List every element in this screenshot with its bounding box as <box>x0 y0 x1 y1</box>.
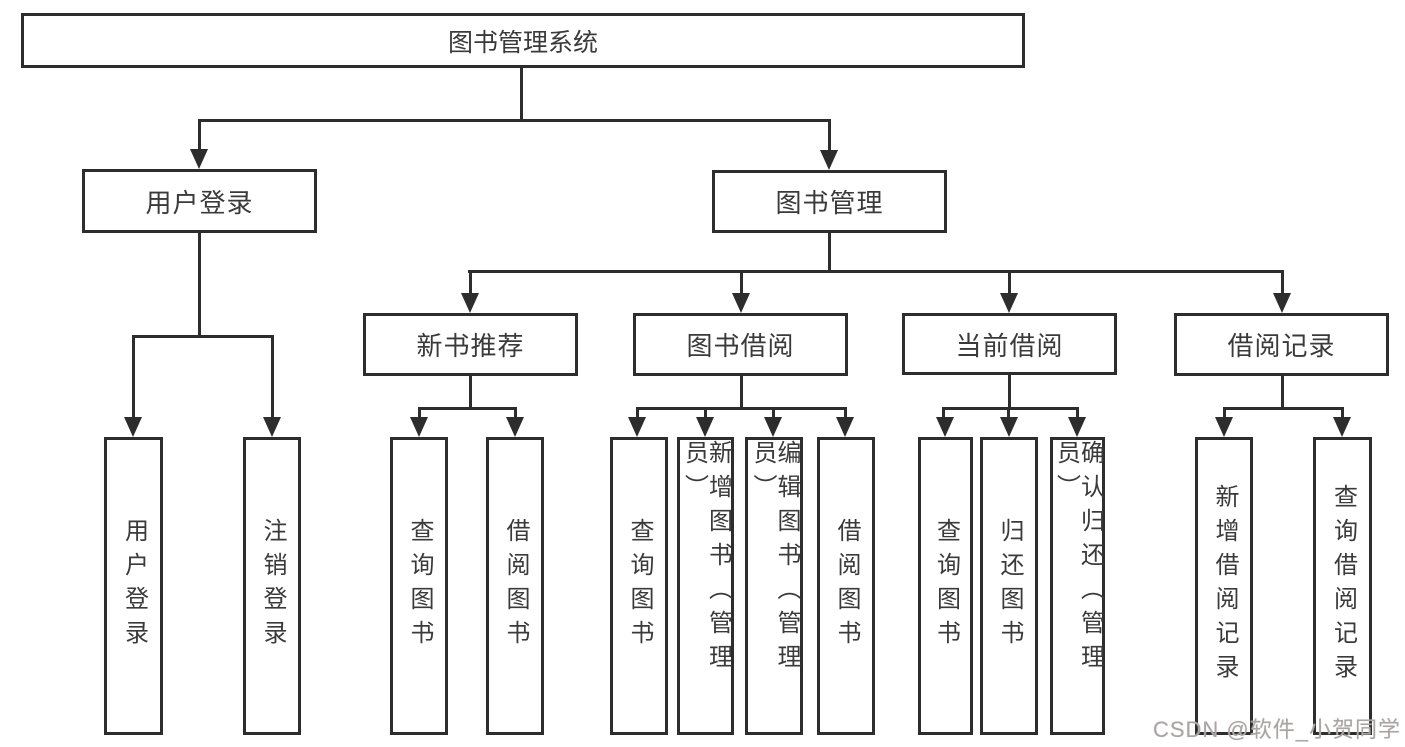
connector-drop-user-login <box>198 119 201 149</box>
arrowhead-currentborrow <box>1000 293 1018 313</box>
node-current-borrowing: 当前借阅 <box>902 313 1117 375</box>
connector-currentborrow-stem <box>1008 375 1011 407</box>
node-root-library-system: 图书管理系统 <box>21 13 1025 68</box>
connector-drop-bb-edit <box>772 407 775 417</box>
node-label: 借阅图书 <box>502 518 529 654</box>
connector-newbook-stem <box>469 376 472 407</box>
connector-borrowrecords-stem <box>1281 376 1284 407</box>
arrowhead-bb-edit <box>764 417 782 437</box>
leaf-query-books-current: 查询图书 <box>918 437 973 735</box>
node-label: 归还图书 <box>996 518 1023 654</box>
node-label: 注销登录 <box>259 518 286 654</box>
leaf-edit-books-admin: 编辑图书（管理员） <box>745 437 803 735</box>
connector-drop-book-mgmt <box>828 119 831 150</box>
arrowhead-borrowrecords <box>1273 293 1291 313</box>
arrowhead-cb-return <box>1000 417 1018 437</box>
arrowhead-cb-confirm <box>1068 417 1086 437</box>
node-label: 用户登录 <box>145 187 254 218</box>
connector-newbook-bar <box>418 407 517 410</box>
leaf-query-books-recommend: 查询图书 <box>390 437 448 735</box>
connector-drop-br-add <box>1223 407 1226 417</box>
node-label: 借阅图书 <box>833 518 860 654</box>
arrowhead-br-add <box>1215 417 1233 437</box>
connector-drop-nb-borrow <box>514 407 517 417</box>
arrowhead-leaf-userlogin <box>124 417 142 437</box>
connector-userlogin-stem <box>198 233 201 335</box>
node-label: 编辑图书（管理员） <box>749 440 800 678</box>
node-label: 新增借阅记录 <box>1211 484 1238 688</box>
arrowhead-bb-add <box>696 417 714 437</box>
leaf-add-borrow-record: 新增借阅记录 <box>1195 437 1253 735</box>
connector-userlogin-bar <box>132 335 274 338</box>
arrowhead-user-login <box>190 149 208 169</box>
node-label: 查询图书 <box>932 518 960 654</box>
node-label: 用户登录 <box>120 518 148 654</box>
connector-root-stem <box>520 68 523 119</box>
leaf-borrow-books-recommend: 借阅图书 <box>486 437 544 735</box>
connector-drop-cb-confirm <box>1076 407 1079 417</box>
arrowhead-newbook <box>461 293 479 313</box>
connector-currentborrow-bar <box>942 407 1079 410</box>
csdn-watermark: CSDN @软件_小贺同学 <box>1152 717 1401 742</box>
node-label: 确认归还（管理员） <box>1052 440 1104 678</box>
connector-bookmgmt-stem <box>828 233 831 270</box>
connector-drop-bb-add <box>704 407 707 417</box>
connector-drop-bb-borrow <box>844 407 847 417</box>
connector-drop-leaf-userlogin <box>132 335 135 417</box>
arrowhead-nb-query <box>410 417 428 437</box>
connector-borrowrecords-bar <box>1223 407 1344 410</box>
node-label: 当前借阅 <box>955 330 1064 361</box>
node-label: 借阅记录 <box>1227 331 1336 361</box>
arrowhead-nb-borrow <box>506 417 524 437</box>
leaf-confirm-return-admin: 确认归还（管理员） <box>1050 437 1105 735</box>
connector-drop-br-query <box>1341 407 1344 417</box>
arrowhead-bb-borrow <box>836 417 854 437</box>
connector-drop-bb-query <box>636 407 639 417</box>
arrowhead-br-query <box>1333 417 1351 437</box>
node-book-borrowing: 图书借阅 <box>633 313 848 376</box>
node-label: 图书借阅 <box>686 331 795 361</box>
connector-bookborrow-stem <box>740 376 743 407</box>
connector-drop-cb-query <box>942 407 945 417</box>
node-label: 新增图书（管理员） <box>680 440 732 678</box>
connector-drop-leaf-logout <box>271 335 274 417</box>
connector-root-bar <box>198 119 831 122</box>
node-label: 新书推荐 <box>416 331 525 361</box>
connector-drop-borrowrecords <box>1281 270 1284 293</box>
node-user-login-branch: 用户登录 <box>82 169 317 233</box>
arrowhead-book-mgmt <box>820 150 838 170</box>
node-new-book-recommendation: 新书推荐 <box>363 313 578 376</box>
arrowhead-bb-query <box>628 417 646 437</box>
leaf-add-books-admin: 新增图书（管理员） <box>677 437 734 735</box>
arrowhead-bookborrow <box>732 293 750 313</box>
node-label: 图书管理系统 <box>447 28 598 57</box>
leaf-return-books: 归还图书 <box>980 437 1038 735</box>
node-borrowing-records: 借阅记录 <box>1174 313 1389 376</box>
node-book-management-branch: 图书管理 <box>712 170 947 233</box>
leaf-query-books-borrowing: 查询图书 <box>610 437 668 735</box>
connector-drop-newbook <box>469 270 472 293</box>
node-label: 查询图书 <box>626 518 653 654</box>
connector-drop-cb-return <box>1007 407 1010 417</box>
arrowhead-cb-query <box>936 417 954 437</box>
connector-drop-nb-query <box>418 407 421 417</box>
connector-level2-bar <box>468 270 1284 273</box>
connector-drop-bookborrow <box>740 270 743 293</box>
node-label: 查询图书 <box>406 518 433 654</box>
node-label: 图书管理 <box>775 188 884 218</box>
leaf-query-borrow-record: 查询借阅记录 <box>1313 437 1372 735</box>
connector-drop-currentborrow <box>1008 270 1011 293</box>
leaf-user-login: 用户登录 <box>104 437 163 735</box>
connector-bookborrow-bar <box>636 407 847 410</box>
arrowhead-leaf-logout <box>263 417 281 437</box>
node-label: 查询借阅记录 <box>1329 484 1357 688</box>
leaf-logout: 注销登录 <box>243 437 301 735</box>
leaf-borrow-books-borrowing: 借阅图书 <box>817 437 875 735</box>
